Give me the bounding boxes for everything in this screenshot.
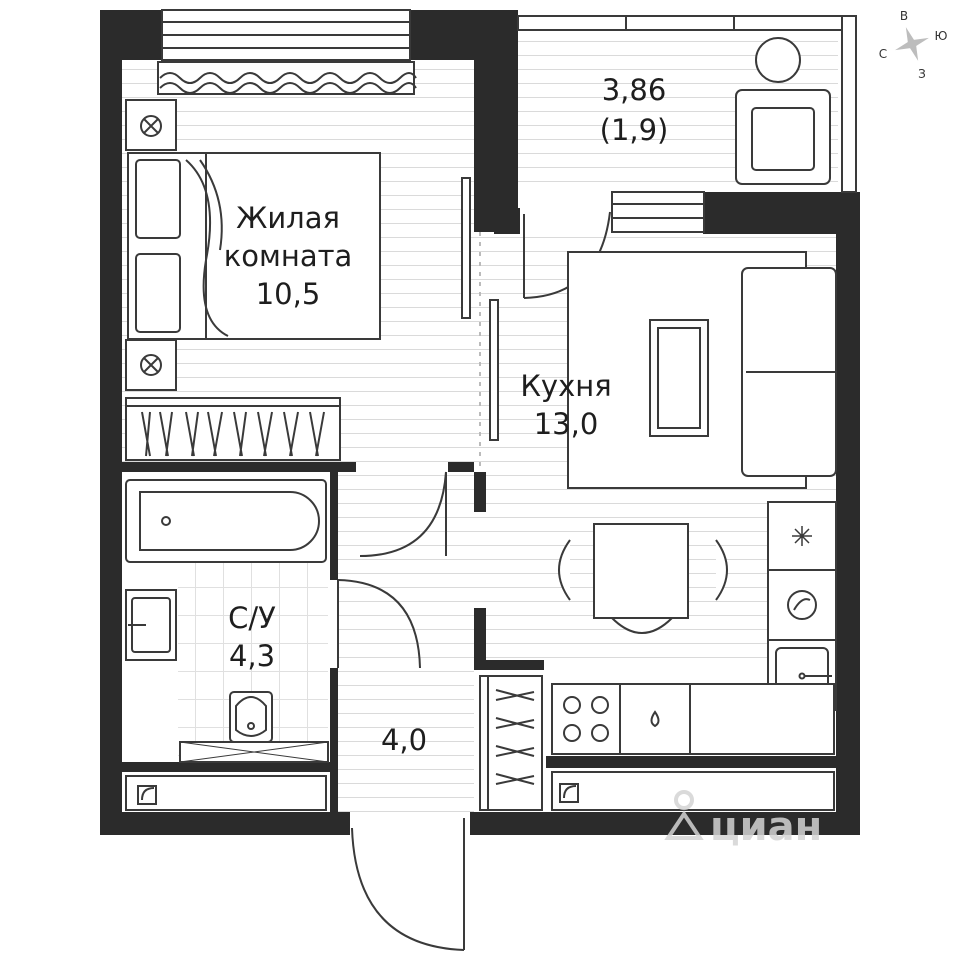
hallway-area: 4,0: [381, 723, 427, 757]
balcony-area-reduced: (1,9): [600, 113, 669, 147]
kitchen-name: Кухня: [520, 369, 611, 403]
compass-rose-icon: [895, 27, 929, 61]
living-room-name-line2: комната: [224, 239, 353, 273]
bathroom-area: 4,3: [229, 639, 275, 673]
bathroom-fixtures: [125, 479, 329, 763]
kitchen-units: [551, 501, 837, 755]
cian-logo-icon: [664, 790, 704, 840]
dining-set: [558, 523, 728, 634]
wardrobe: [125, 397, 341, 461]
compass-east: В: [900, 9, 908, 23]
balcony-area: 3,86: [602, 73, 667, 107]
bed: [125, 99, 381, 391]
compass-south: Ю: [935, 29, 948, 43]
watermark: циан: [664, 790, 822, 850]
interior-doors: [337, 471, 465, 951]
watermark-text: циан: [710, 804, 822, 850]
walls: [100, 10, 860, 835]
curtain: [157, 61, 417, 95]
living-room-area: 10,5: [256, 277, 321, 311]
sliding-doors: [461, 177, 499, 470]
compass-north: С: [879, 47, 887, 61]
compass-west: З: [918, 67, 926, 81]
bathroom-name: С/У: [228, 601, 276, 635]
living-area-furniture: [567, 251, 837, 489]
hallway-wardrobe: [479, 675, 543, 811]
living-room-name-line1: Жилая: [236, 201, 340, 235]
compass: В Ю С З: [879, 9, 948, 81]
windows: [161, 9, 857, 233]
room-labels: Жилая комната 10,5 Кухня 13,0 3,86 (1,9)…: [224, 73, 669, 757]
kitchen-area: 13,0: [534, 407, 599, 441]
balcony-furniture: [735, 37, 831, 185]
